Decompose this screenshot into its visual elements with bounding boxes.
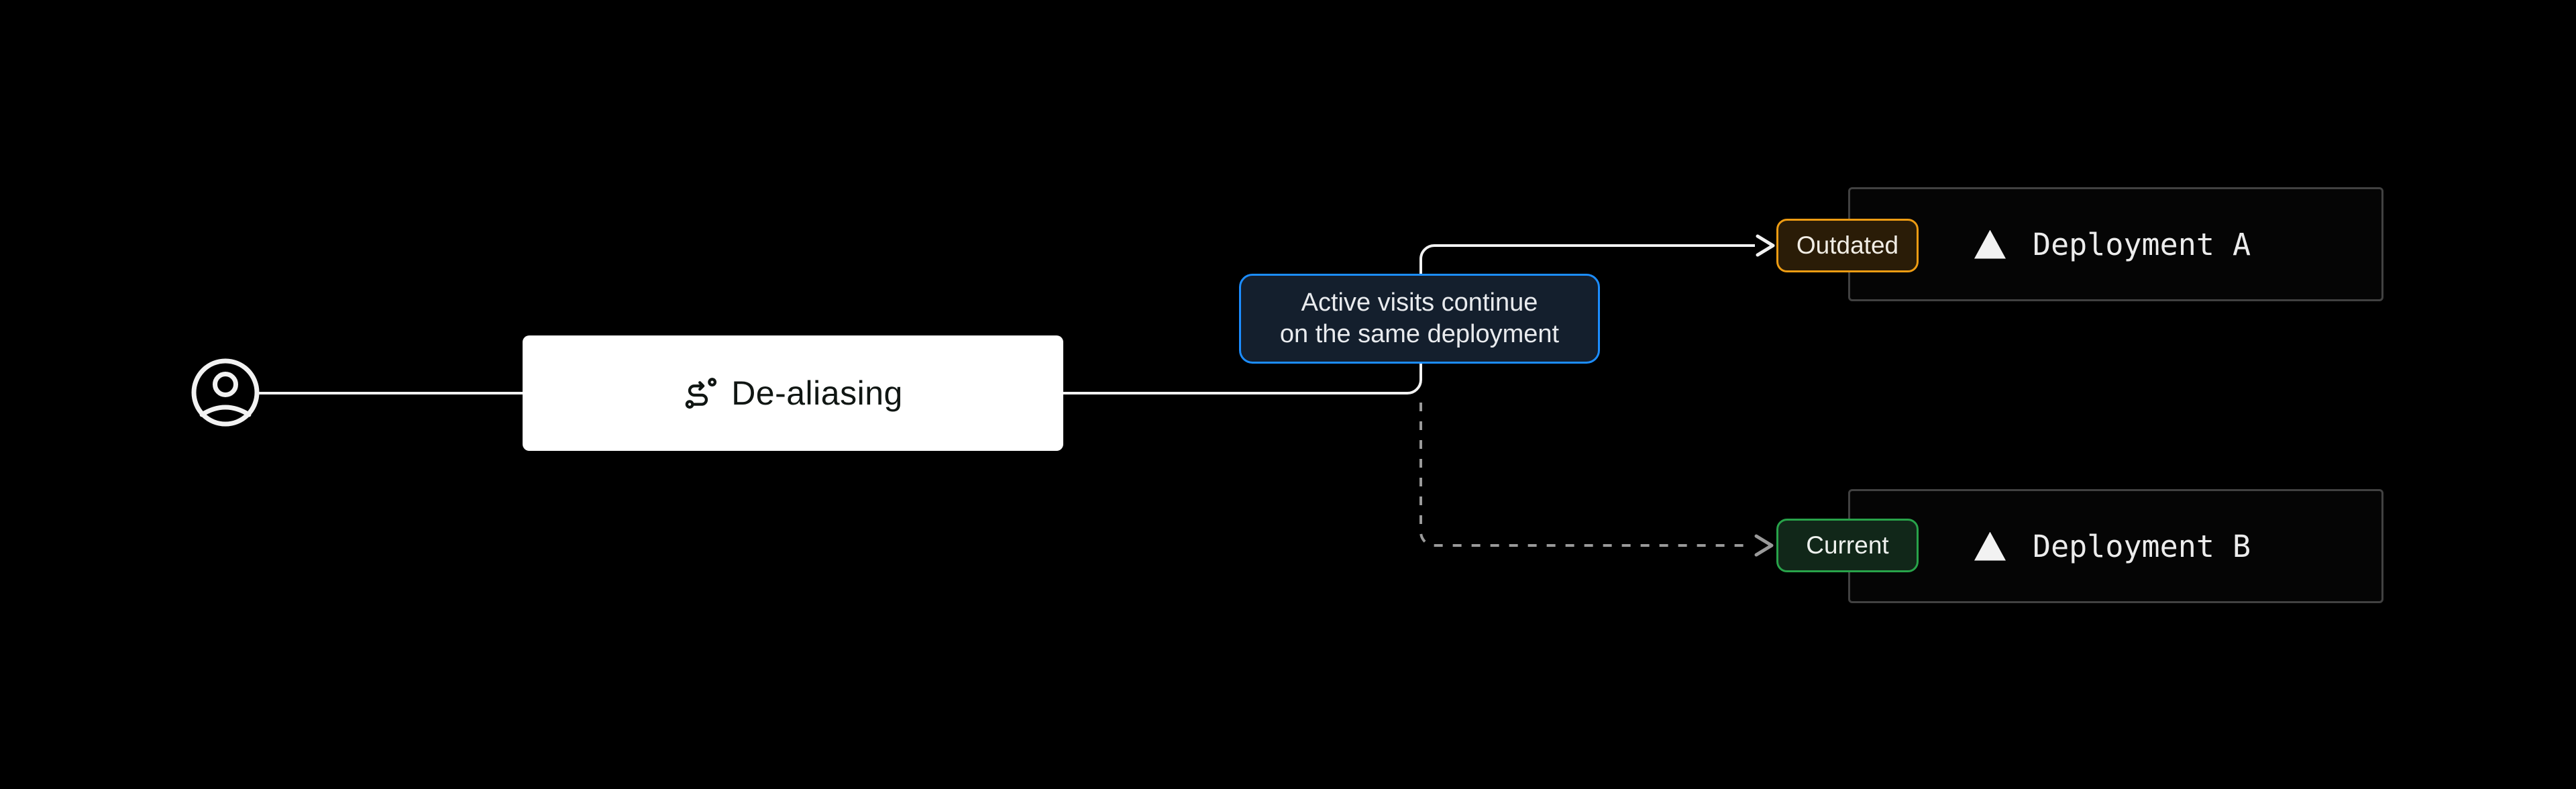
arrowhead-current-icon: [1754, 534, 1774, 557]
deployment-b-node: Deployment B: [1848, 489, 2383, 603]
deployment-a-node: Deployment A: [1848, 187, 2383, 301]
tooltip-line-1: Active visits continue: [1301, 288, 1538, 317]
deployment-b-label: Deployment B: [2033, 528, 2251, 564]
deployment-a-label: Deployment A: [2033, 226, 2251, 262]
tooltip-line-2: on the same deployment: [1279, 320, 1560, 348]
route-icon: [685, 378, 717, 409]
arrowhead-outdated-icon: [1756, 234, 1775, 257]
dealiasing-node: De-aliasing: [523, 335, 1063, 451]
outdated-badge: Outdated: [1776, 219, 1919, 272]
edge-dealiasing-to-current: [1419, 403, 1751, 547]
current-badge: Current: [1776, 519, 1919, 572]
dealiasing-label: De-aliasing: [731, 374, 903, 412]
user-circle-icon: [191, 358, 260, 427]
active-visits-tooltip: Active visits continue on the same deplo…: [1239, 274, 1600, 364]
vercel-triangle-icon: [1974, 531, 2006, 561]
vercel-triangle-icon: [1974, 229, 2006, 259]
